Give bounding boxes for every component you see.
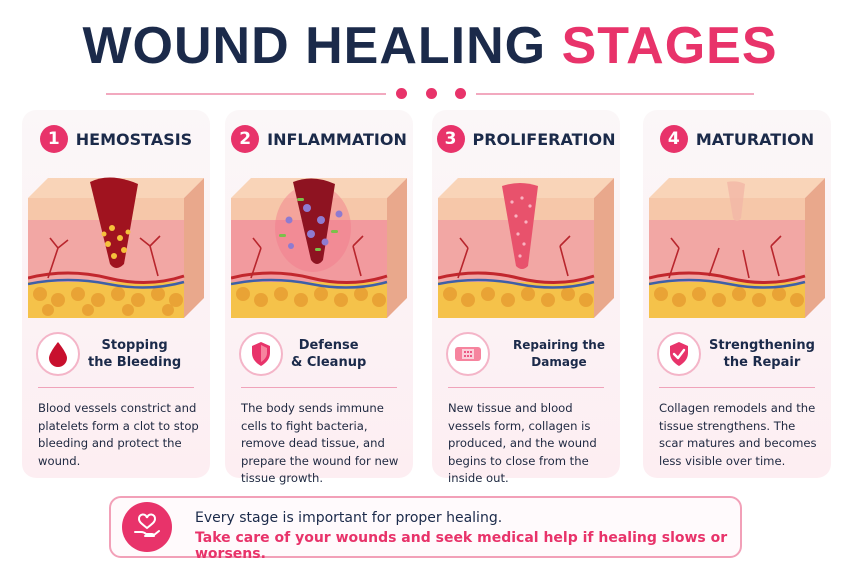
subtitle-line-1: Defense xyxy=(298,338,359,353)
title-main: WOUND HEALING xyxy=(82,17,547,75)
subtitle-line-1: Strengthening xyxy=(709,338,815,353)
stage-card-maturation: 4 MATURATION Strengthening the Repair Co… xyxy=(643,110,831,478)
dot xyxy=(396,88,407,99)
stage-subtitle-text: Strengthening the Repair xyxy=(709,337,815,371)
stage-number-badge: 2 xyxy=(231,125,260,153)
stage-header: 2 INFLAMMATION xyxy=(225,125,413,153)
stage-number-badge: 3 xyxy=(436,125,465,153)
inflammation-skin-illustration xyxy=(231,178,407,318)
subtitle-line-1: Stopping xyxy=(101,338,168,353)
proliferation-skin-illustration xyxy=(438,178,614,318)
card-divider xyxy=(659,387,815,388)
title-divider-left xyxy=(106,93,386,95)
stage-subtitle: Stopping the Bleeding xyxy=(22,332,210,376)
stage-subtitle: Defense & Cleanup xyxy=(225,332,413,376)
stage-description: Blood vessels constrict and platelets fo… xyxy=(38,401,199,468)
blood-drop-icon xyxy=(36,332,80,376)
card-divider xyxy=(241,387,397,388)
dot xyxy=(425,88,437,99)
stage-header: 3 PROLIFERATION xyxy=(432,125,620,153)
stage-subtitle: Strengthening the Repair xyxy=(643,332,831,376)
title-divider-right xyxy=(476,93,754,95)
stage-description: New tissue and blood vessels form, colla… xyxy=(448,401,597,485)
subtitle-line-2: the Bleeding xyxy=(88,355,182,370)
subtitle-line-1: Repairing the Damage xyxy=(513,338,605,369)
stage-header: 4 MATURATION xyxy=(643,125,831,153)
footer-advice: Take care of your wounds and seek medica… xyxy=(195,530,728,562)
shield-icon xyxy=(239,332,283,376)
heart-hand-icon xyxy=(122,502,172,552)
card-divider xyxy=(448,387,604,388)
subtitle-line-2: the Repair xyxy=(723,355,801,370)
stage-number-badge: 4 xyxy=(659,125,688,153)
stage-subtitle-text: Stopping the Bleeding xyxy=(88,337,181,371)
stage-subtitle: Repairing the Damage xyxy=(432,332,620,376)
stage-subtitle-text: Repairing the Damage xyxy=(498,337,620,371)
subtitle-line-2: & Cleanup xyxy=(291,355,367,370)
footer-message: Every stage is important for proper heal… xyxy=(195,510,503,526)
stage-card-proliferation: 3 PROLIFERATION Repairing the Damage New… xyxy=(432,110,620,485)
bandage-icon xyxy=(446,332,490,376)
footer-callout: Every stage is important for proper heal… xyxy=(109,496,742,562)
stage-header: 1 HEMOSTASIS xyxy=(22,125,210,153)
page-title: WOUND HEALING STAGES xyxy=(0,16,860,76)
shield-check-icon xyxy=(657,332,701,376)
hemostasis-skin-illustration xyxy=(28,177,204,318)
stage-subtitle-text: Defense & Cleanup xyxy=(291,337,366,371)
card-divider xyxy=(38,387,194,388)
stage-name: PROLIFERATION xyxy=(472,129,616,149)
stage-name: HEMOSTASIS xyxy=(75,129,193,149)
stage-name: MATURATION xyxy=(695,129,815,149)
stage-name: INFLAMMATION xyxy=(267,129,407,149)
maturation-skin-illustration xyxy=(649,178,825,318)
title-dots xyxy=(396,88,466,100)
stage-description: The body sends immune cells to fight bac… xyxy=(241,401,399,485)
stage-number-badge: 1 xyxy=(39,125,68,153)
stage-card-hemostasis: 1 HEMOSTASIS Stopping the Bleeding Blood… xyxy=(22,110,210,478)
dot xyxy=(455,88,466,99)
stage-description: Collagen remodels and the tissue strengt… xyxy=(659,401,817,468)
title-accent: STAGES xyxy=(561,17,778,75)
stage-card-inflammation: 2 INFLAMMATION Defense & Cleanup The bod… xyxy=(225,110,413,485)
